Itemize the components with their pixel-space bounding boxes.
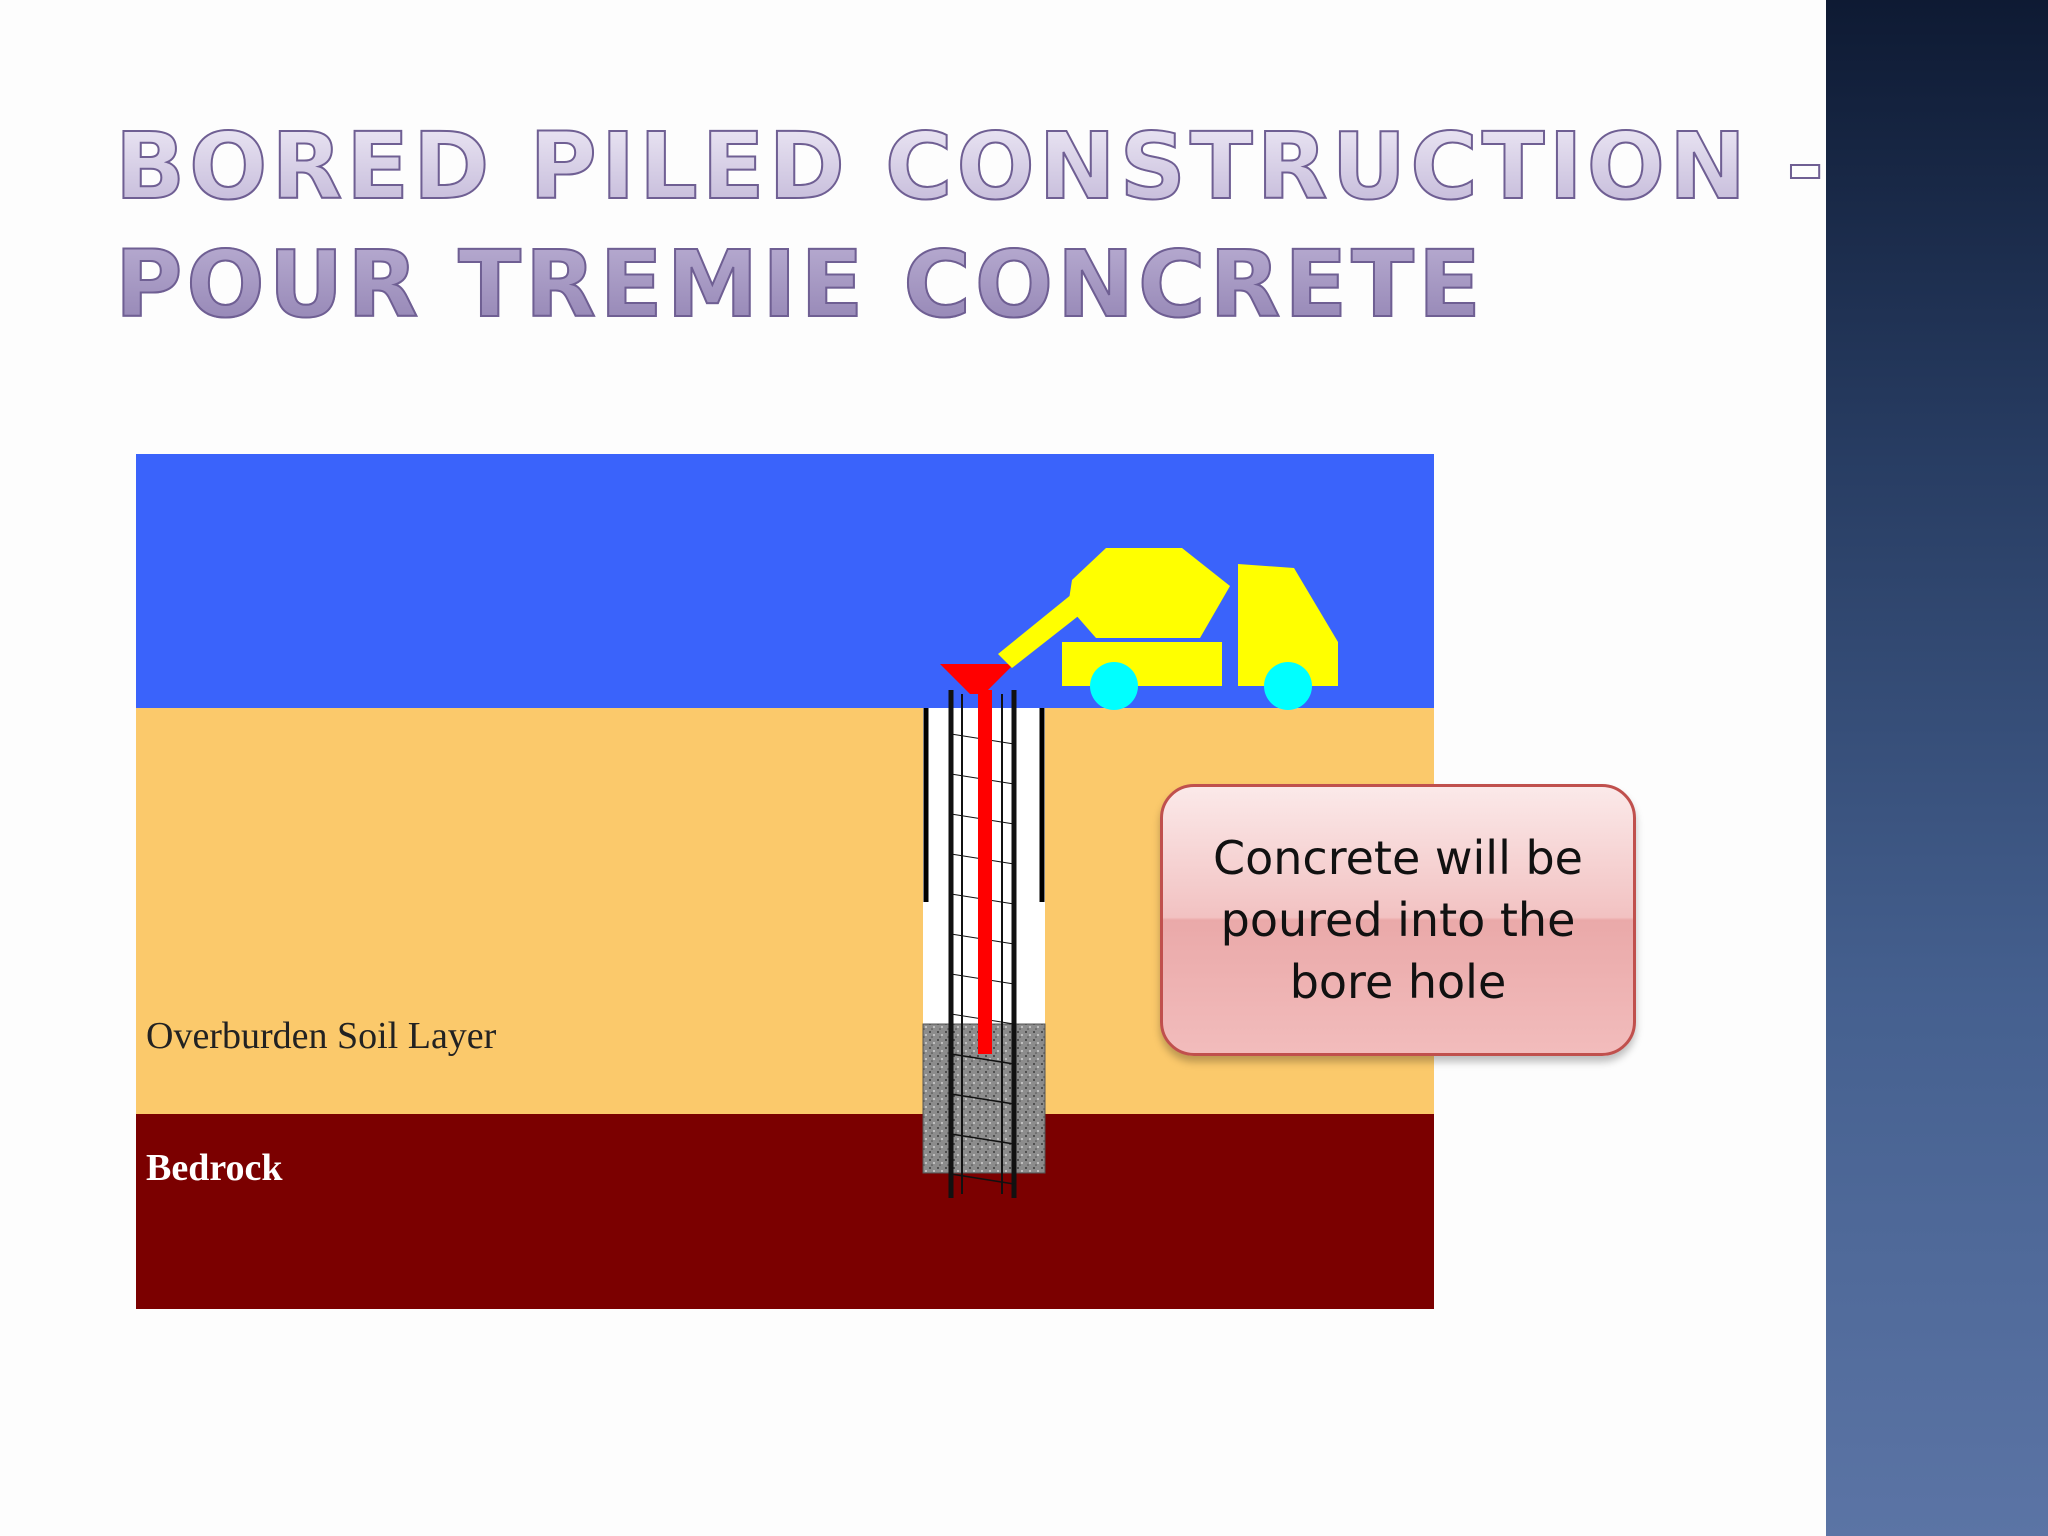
tremie-pipe bbox=[940, 664, 1014, 1054]
slide-title: Bored Piled Construction - Pour Tremie C… bbox=[114, 108, 1829, 344]
truck-drum bbox=[1068, 548, 1230, 638]
truck-chassis bbox=[1062, 642, 1222, 686]
truck-front-wheel bbox=[1264, 662, 1312, 710]
slide-title-line-2: Pour Tremie Concrete bbox=[114, 230, 1485, 339]
overburden-soil-label: Overburden Soil Layer bbox=[146, 1015, 497, 1057]
callout-text: Concrete will be poured into the bore ho… bbox=[1213, 831, 1583, 1009]
bedrock-label: Bedrock bbox=[146, 1147, 283, 1189]
bedrock-layer bbox=[136, 1114, 1434, 1309]
callout-box: Concrete will be poured into the bore ho… bbox=[1160, 784, 1636, 1056]
tremie-pipe-shaft bbox=[978, 690, 992, 1054]
truck-cab bbox=[1238, 564, 1338, 686]
reinforcement-cage bbox=[948, 690, 1017, 1198]
concrete-mixer-truck bbox=[998, 548, 1338, 710]
truck-chute bbox=[998, 594, 1086, 668]
decorative-side-panel bbox=[1826, 0, 2048, 1536]
truck-rear-wheel bbox=[1090, 662, 1138, 710]
slide-title-line-1: Bored Piled Construction - bbox=[114, 112, 1829, 221]
tremie-hopper bbox=[940, 664, 1014, 694]
